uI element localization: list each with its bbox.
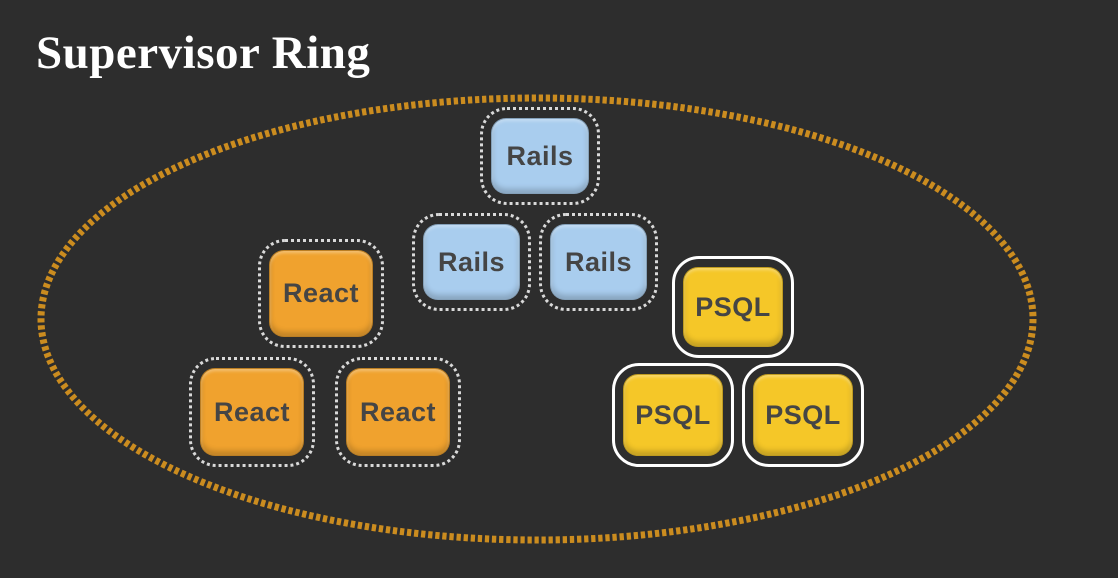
node-rails-2-label: Rails [437,246,506,277]
node-psql-3-box: PSQL [753,374,853,456]
node-psql-1-label: PSQL [695,291,771,322]
node-rails-3-box: Rails [550,224,647,300]
node-psql-1: PSQL [672,256,794,358]
node-react-3-label: React [359,396,437,427]
node-rails-2: Rails [412,213,531,311]
node-react-1: React [258,239,384,348]
node-psql-2: PSQL [612,363,734,467]
node-psql-3-label: PSQL [765,399,841,430]
node-rails-1-label: Rails [506,140,574,171]
node-react-3: React [335,357,461,467]
node-react-3-box: React [346,368,450,456]
node-react-1-label: React [282,278,360,308]
node-react-2-box: React [200,368,304,456]
node-rails-2-box: Rails [423,224,520,300]
node-rails-1: Rails [480,107,600,205]
node-react-1-box: React [269,250,373,337]
page-title: Supervisor Ring [36,27,371,79]
node-react-2-label: React [213,396,291,427]
node-psql-2-box: PSQL [623,374,723,456]
node-psql-2-label: PSQL [635,399,711,430]
node-psql-1-box: PSQL [683,267,783,347]
node-rails-1-box: Rails [491,118,589,194]
node-psql-3: PSQL [742,363,864,467]
node-react-2: React [189,357,315,467]
node-rails-3: Rails [539,213,658,311]
node-rails-3-label: Rails [564,246,633,277]
